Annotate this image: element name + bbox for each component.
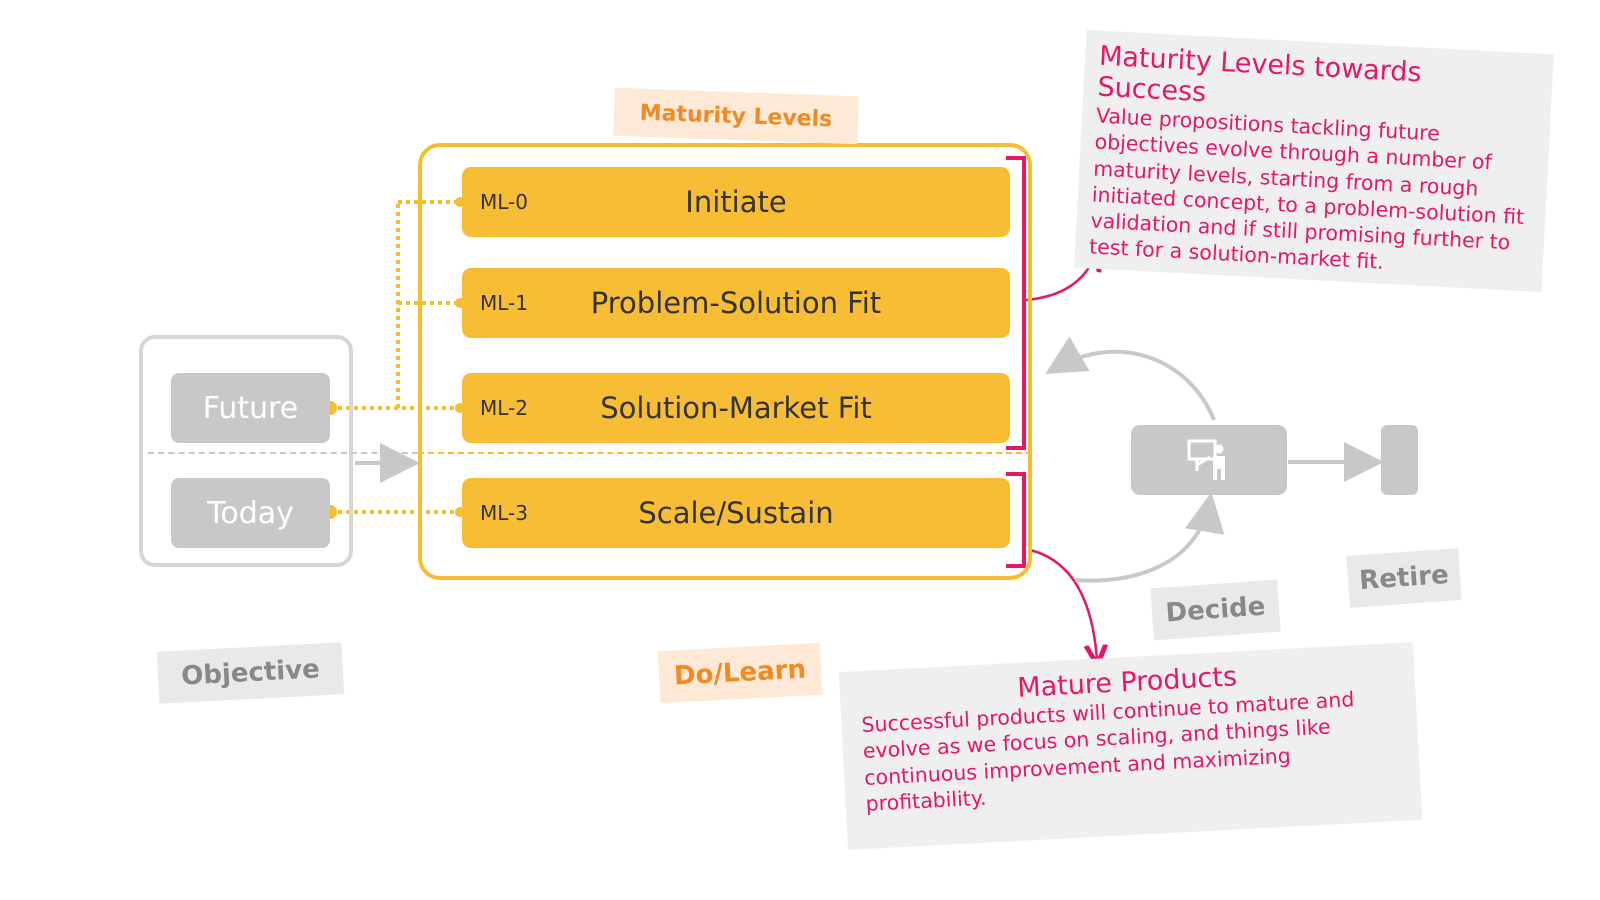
maturity-levels-callout: Maturity Levels towards Success Value pr…	[1074, 29, 1554, 293]
ml-code: ML-3	[480, 501, 528, 525]
callout-arrow-lower	[1029, 548, 1097, 660]
maturity-level-ml1: ML-1 Problem-Solution Fit	[462, 268, 1010, 338]
maturity-levels-tag: Maturity Levels	[613, 87, 859, 145]
ml-title: Scale/Sustain	[638, 496, 834, 530]
future-label: Future	[202, 390, 299, 426]
decide-box	[1131, 425, 1287, 495]
objective-box	[139, 335, 353, 567]
future-connectors	[330, 200, 460, 410]
ml-code: ML-1	[480, 291, 528, 315]
retire-box	[1381, 425, 1418, 495]
decide-label: Decide	[1164, 591, 1267, 629]
objective-tag: Objective	[156, 642, 345, 704]
presenter-icon	[1187, 439, 1225, 480]
objective-divider	[148, 452, 418, 454]
maturity-divider	[418, 452, 1032, 454]
today-pill: Today	[171, 478, 330, 548]
ml-code: ML-2	[480, 396, 528, 420]
maturity-level-ml0: ML-0 Initiate	[462, 167, 1010, 237]
decide-loop-arrow-upper	[1045, 336, 1216, 421]
decide-tag: Decide	[1150, 579, 1281, 641]
do-learn-label: Do/Learn	[673, 654, 807, 692]
do-learn-tag: Do/Learn	[657, 642, 823, 704]
callout-body: Value propositions tackling future objec…	[1088, 103, 1525, 275]
maturity-levels-box	[418, 143, 1032, 580]
ml-title: Solution-Market Fit	[600, 391, 872, 425]
ml-code: ML-0	[480, 190, 528, 214]
decide-loop-arrow-lower	[1074, 492, 1225, 583]
maturity-levels-header: Maturity Levels	[639, 100, 833, 132]
ml-title: Initiate	[685, 185, 787, 219]
maturity-level-ml2: ML-2 Solution-Market Fit	[462, 373, 1010, 443]
ml-title: Problem-Solution Fit	[590, 286, 882, 320]
future-pill: Future	[171, 373, 330, 443]
maturity-level-ml3: ML-3 Scale/Sustain	[462, 478, 1010, 548]
retire-tag: Retire	[1346, 548, 1462, 608]
mature-products-callout: Mature Products Successful products will…	[838, 642, 1423, 850]
objective-label: Objective	[180, 654, 321, 692]
retire-label: Retire	[1358, 559, 1450, 597]
today-label: Today	[207, 495, 294, 531]
